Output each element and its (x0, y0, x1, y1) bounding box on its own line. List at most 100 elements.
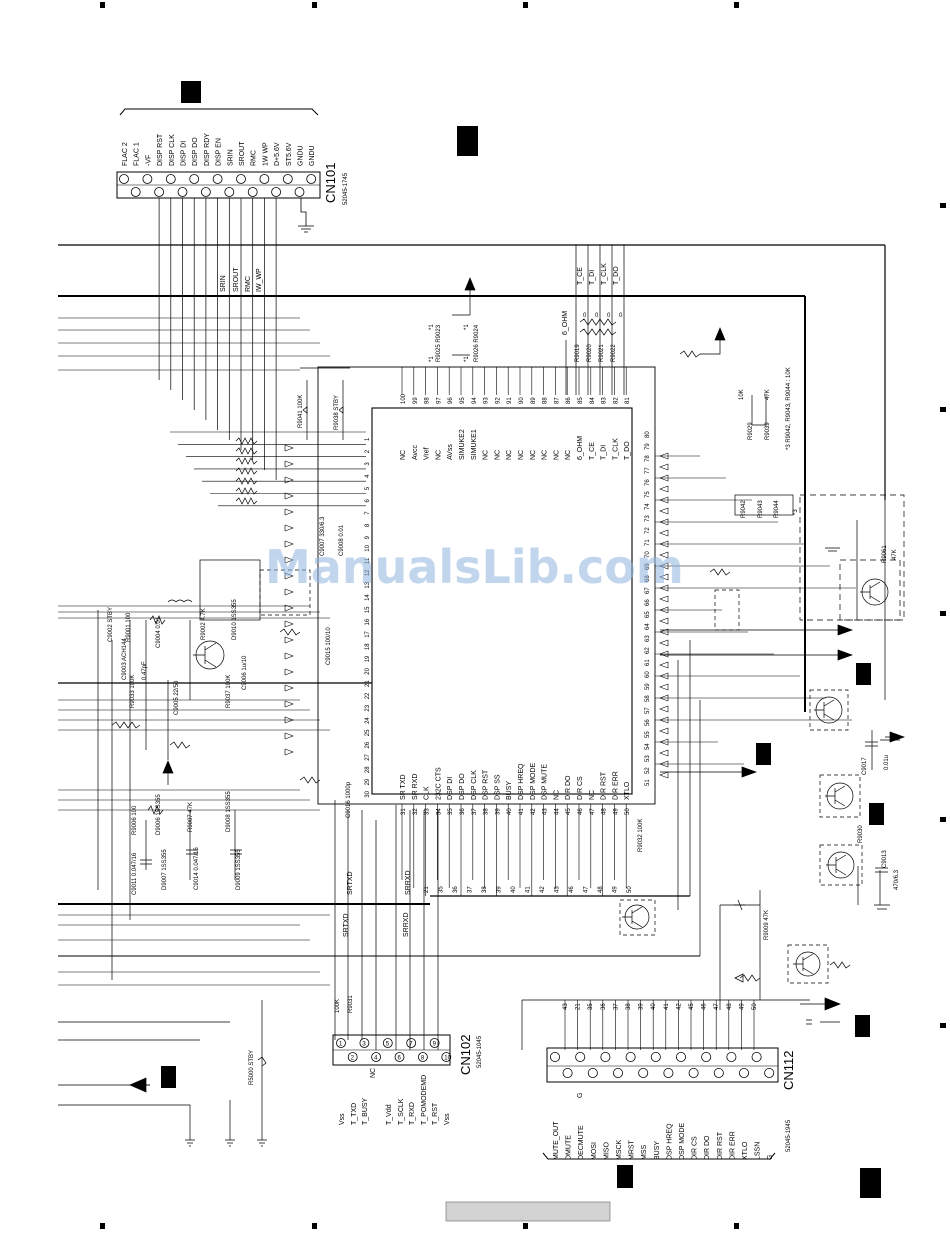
right-arrow-11 (659, 562, 669, 570)
ic-left-pin-21: 21 (365, 680, 371, 687)
right-arrow-30 (659, 771, 669, 779)
cn102-part: 52045-1045 (477, 1035, 483, 1068)
cn102-pin-number-7: 7 (409, 1042, 413, 1048)
ic-bottom-label-13: DSP MUTE (542, 764, 549, 800)
label-c9007: C9007 330/6.3 (320, 516, 326, 556)
component-labels: R9041 100K R9038 STBY R9025 R9023 R9026 … (108, 313, 900, 1085)
label-r9061-val: 47K (892, 549, 898, 560)
cn101-pin-4 (154, 187, 165, 197)
ic-right-pin-2: 79 (645, 443, 651, 450)
label-r9044: R9044 (774, 500, 780, 518)
ic-bottom-pin-6: 36 (460, 808, 466, 815)
ic-right-pin-12: 69 (645, 563, 651, 570)
ic-bottom-label-9: DSP SS (494, 774, 501, 800)
ic-top-pin-10: 91 (507, 397, 513, 404)
label-r9029-val: 10K (739, 389, 745, 400)
cn112-pin-10 (663, 1068, 674, 1079)
cn112-pin-label-1: MUTE_OUT (553, 1121, 560, 1160)
ic-top-pin-20: 81 (625, 397, 631, 404)
ic-top-pin-18: 83 (602, 397, 608, 404)
left-arrow-8 (284, 556, 294, 564)
cn102-pin-9 (429, 1038, 440, 1048)
ic-left-pin-12: 12 (365, 569, 371, 576)
right-arrow-15 (659, 606, 669, 614)
cn101-bracket (119, 108, 319, 116)
cn102-pin-number-9: 9 (433, 1042, 437, 1048)
bus-number-15: 50 (627, 886, 633, 893)
left-resistor-1 (235, 437, 258, 445)
ic-bottom-label-8: DSP RST (483, 769, 490, 800)
ic-left-pin-25: 25 (365, 729, 371, 736)
label-zero-1: 0 (583, 313, 587, 319)
ic-right-pin-19: 62 (645, 647, 651, 654)
right-arrow-20 (659, 661, 669, 669)
bus-number-4: 37 (468, 886, 474, 893)
label-r9029: R9029 (748, 422, 754, 440)
cn112-pin-number-3: 35 (588, 1003, 594, 1010)
cn101-pin-label-13: 1W WP (262, 142, 269, 166)
ic-left-pin-10: 10 (365, 544, 371, 551)
cn102-pin-10 (441, 1052, 452, 1062)
ic-left-pin-5: 5 (365, 486, 371, 490)
label-r9037: R9037 100K (226, 675, 232, 708)
ic-bottom-label-14: NC (553, 790, 560, 800)
ic-bottom-label-5: DSP DI (447, 777, 454, 800)
cn101-pin-label-6: DISP DI (181, 141, 188, 166)
cn102-pin-label-5: T_SCLK (398, 1098, 405, 1125)
net-rmc: RMC (245, 276, 252, 292)
net-t-ce: T_CE (577, 267, 584, 285)
ic-top-label-14: NC (553, 450, 560, 460)
cn101-pin-9 (212, 174, 223, 184)
cn101-pin-label-14: D+5.6V (274, 142, 281, 166)
cn101-pin-label-7: DISP DO (192, 137, 199, 166)
label-c9004: C9004 0.01 (156, 616, 162, 648)
label-c9013-val: 470/6.3 (894, 869, 900, 890)
label-r9007: R9007 47K (188, 802, 194, 832)
cn102-pin-2 (347, 1052, 358, 1062)
ic-bottom-label-16: DIR CS (577, 776, 584, 800)
cn101-pin-7 (189, 174, 200, 184)
left-arrow-4 (284, 492, 294, 500)
ic-top-pin-12: 89 (531, 397, 537, 404)
cn101-pin-14 (271, 187, 282, 197)
cn102-pin-label-8: T_RST (432, 1102, 439, 1125)
ic-top-pin-19: 82 (613, 397, 619, 404)
ic-bottom-pin-17: 47 (590, 808, 596, 815)
right-arrow-22 (659, 683, 669, 691)
cn101-pin-1 (119, 174, 129, 184)
label-d9010: D9010 1SS355 (232, 599, 238, 640)
cn102-pin-number-2: 2 (351, 1056, 355, 1062)
cn112-pin-number-5: 37 (613, 1003, 619, 1010)
cn102-resistor: 100K (335, 999, 341, 1013)
left-arrow-14 (284, 652, 294, 660)
ic-top-label-3: Vref (424, 447, 431, 460)
ic-bottom-label-12: DSP MODE (530, 762, 537, 800)
right-arrow-1 (659, 452, 669, 460)
ic-top-label-20: T_DO (624, 441, 631, 460)
right-signal-lines (655, 455, 856, 765)
label-c9014: C9014 0.047/16 (194, 847, 200, 890)
ic-right-pin-3: 78 (645, 455, 651, 462)
ic-left-pin-26: 26 (365, 741, 371, 748)
label-d9006: D9006 1SS355 (156, 794, 162, 835)
bus-number-2: 35 (439, 886, 445, 893)
ic-right-pin-13: 68 (645, 575, 651, 582)
bus-number-5: 38 (482, 886, 488, 893)
net-t-di: T_DI (589, 270, 596, 285)
ic-right-pin-25: 56 (645, 719, 651, 726)
page-number-bar (445, 1201, 611, 1222)
cn112-pin-label-5: MISO (603, 1142, 610, 1160)
cn112-pin-4 (587, 1068, 598, 1079)
ic-left-pin-13: 13 (365, 581, 371, 588)
ic-left-pin-19: 19 (365, 655, 371, 662)
cn101-pin-6 (177, 187, 188, 197)
net-labels: SRIN SROUT RMC IW_WP SRTXD SRRXD SRTXD S… (220, 263, 620, 937)
ic-right-pin-14: 67 (645, 587, 651, 594)
ic-bottom-pin-10: 40 (507, 808, 513, 815)
cn112-pin-14 (713, 1068, 724, 1079)
ic-bottom-label-7: DSP CLK (471, 770, 478, 800)
cn102-pin-6 (394, 1052, 405, 1062)
label-star3: *3 (793, 509, 799, 515)
cn112-pin-number-13: 47 (714, 1003, 720, 1010)
